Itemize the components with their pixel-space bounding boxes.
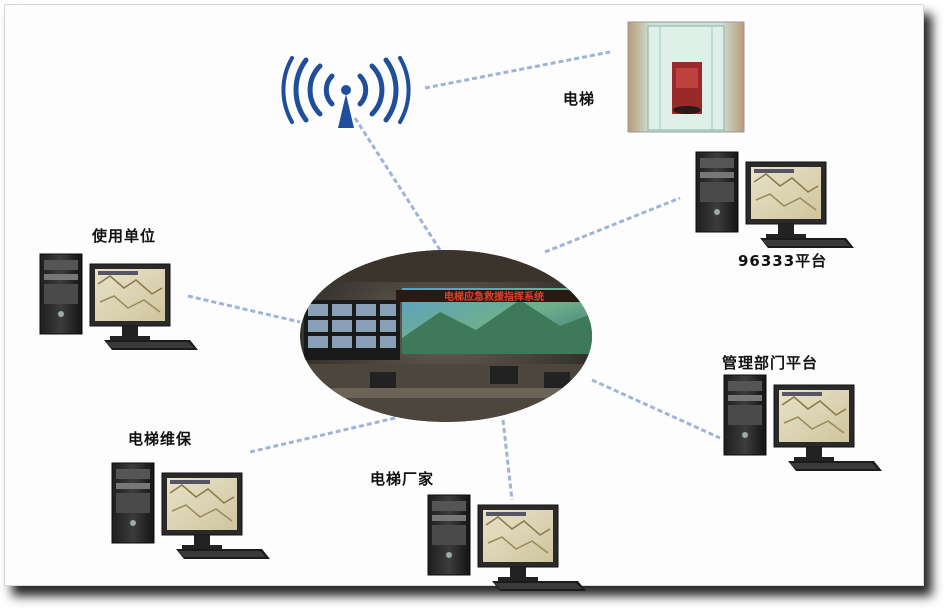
wireless-signal-icon — [281, 56, 411, 128]
link-96333-center — [544, 196, 681, 254]
computer-96333-platform — [695, 151, 855, 249]
computer-manufacturer — [427, 494, 587, 592]
center-screen-text: 电梯应急救援指挥系统 — [444, 290, 544, 303]
label-user-unit: 使用单位 — [92, 227, 157, 245]
label-manufacturer: 电梯厂家 — [370, 470, 435, 488]
computer-user-unit — [39, 253, 199, 351]
connection-links — [187, 50, 721, 501]
label-maintenance: 电梯维保 — [128, 430, 193, 448]
computer-management-platform — [723, 374, 883, 472]
link-manufacturer-center — [501, 419, 514, 501]
monitoring-center: 电梯应急救援指挥系统 — [300, 250, 592, 422]
label-96333-platform: 96333平台 — [738, 252, 828, 270]
label-management-platform: 管理部门平台 — [722, 354, 819, 372]
link-management-center — [591, 378, 721, 440]
elevator-photo — [627, 21, 745, 133]
link-wireless-elevator — [424, 50, 611, 90]
link-maintenance-center — [249, 416, 396, 454]
link-user-center — [187, 294, 301, 324]
link-wireless-center — [353, 117, 442, 251]
computer-maintenance — [111, 462, 271, 560]
label-elevator: 电梯 — [563, 90, 596, 108]
